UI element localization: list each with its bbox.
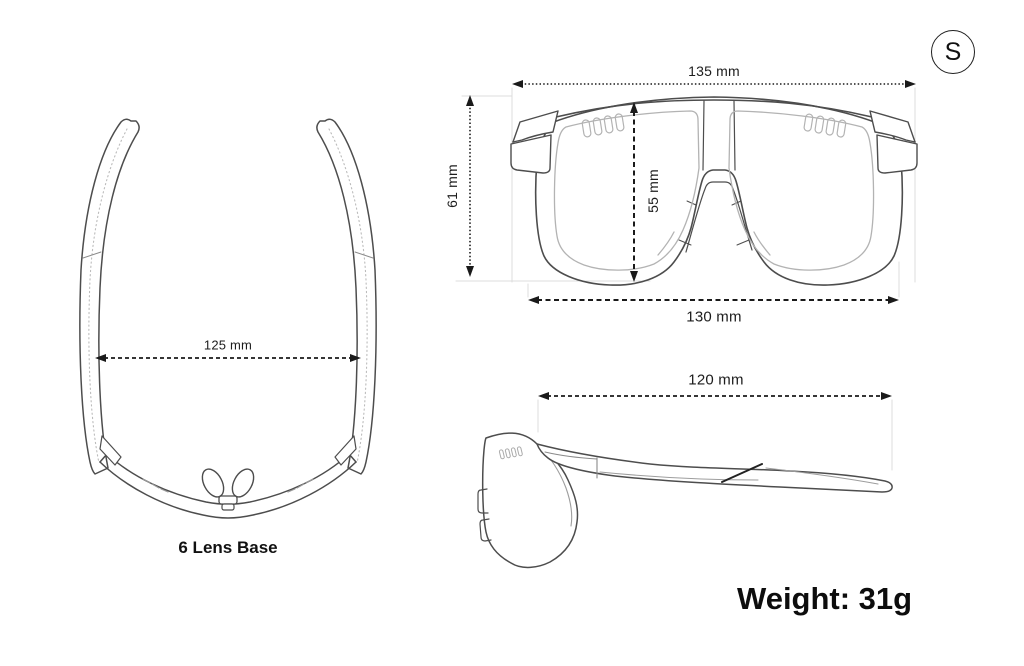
dimension-line-130mm <box>528 296 899 304</box>
dimension-line-55mm <box>630 102 638 282</box>
size-badge-letter: S <box>944 37 962 66</box>
top-view-drawing <box>79 118 377 519</box>
dimension-line-135mm <box>512 80 916 88</box>
dimension-line-61mm <box>466 95 474 277</box>
dimension-label-total-width: 135 mm <box>688 63 740 79</box>
size-badge: S <box>931 30 975 74</box>
lens-base-caption: 6 Lens Base <box>178 538 278 557</box>
weight-label: Weight: 31g <box>737 581 913 616</box>
dimension-label-frame-width: 130 mm <box>686 308 742 326</box>
dimension-label-height: 61 mm <box>444 164 460 208</box>
dimension-line-125mm <box>95 354 361 362</box>
dimension-line-120mm <box>538 392 892 400</box>
dimension-label-temple-length: 120 mm <box>688 371 744 389</box>
dimension-label-temple-spread: 125 mm <box>203 337 253 353</box>
dimension-label-lens-height: 55 mm <box>645 169 661 213</box>
front-view-drawing <box>455 87 918 298</box>
side-view-drawing <box>477 399 893 569</box>
